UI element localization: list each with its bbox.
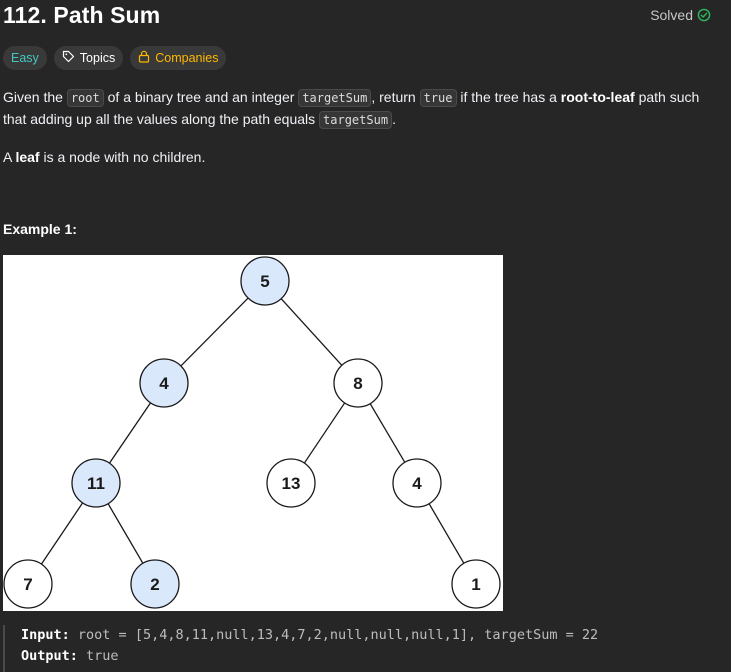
tree-node-value: 1 bbox=[471, 575, 480, 594]
output-label: Output: bbox=[21, 648, 78, 664]
example-io-block: Input: root = [5,4,8,11,null,13,4,7,2,nu… bbox=[3, 625, 731, 672]
tree-node-circle bbox=[3, 559, 53, 609]
solved-label: Solved bbox=[650, 7, 693, 23]
tree-edge bbox=[369, 403, 406, 463]
tree-node-value: 13 bbox=[282, 474, 301, 493]
text: , return bbox=[371, 89, 420, 105]
tree-node-n4b: 4 bbox=[392, 458, 442, 508]
description-paragraph: Given the root of a binary tree and an i… bbox=[3, 87, 718, 131]
bold-root-to-leaf: root-to-leaf bbox=[560, 89, 635, 105]
tree-node-value: 5 bbox=[260, 272, 269, 291]
tree-edge bbox=[428, 503, 465, 564]
code-targetsum: targetSum bbox=[319, 111, 393, 129]
text: . bbox=[392, 111, 396, 127]
code-targetsum: targetSum bbox=[298, 89, 372, 107]
tree-edge bbox=[107, 503, 144, 564]
tree-node-value: 4 bbox=[159, 374, 169, 393]
tree-node-n8: 8 bbox=[333, 358, 383, 408]
leaf-definition: A leaf is a node with no children. bbox=[3, 147, 718, 168]
problem-title: 112. Path Sum bbox=[3, 2, 161, 28]
text: is a node with no children. bbox=[39, 149, 206, 165]
tag-icon bbox=[62, 50, 75, 66]
text: A bbox=[3, 149, 16, 165]
companies-button[interactable]: Companies bbox=[130, 46, 227, 70]
tree-node-circle bbox=[266, 458, 316, 508]
tree-edge bbox=[280, 298, 343, 366]
tree-node-circle bbox=[130, 559, 180, 609]
tree-node-circle bbox=[71, 458, 121, 508]
output-value: true bbox=[86, 648, 119, 664]
tree-node-circle bbox=[392, 458, 442, 508]
tree-node-circle bbox=[333, 358, 383, 408]
output-line: Output: true bbox=[21, 646, 731, 667]
tree-node-n1: 1 bbox=[451, 559, 501, 609]
problem-description: Given the root of a binary tree and an i… bbox=[3, 87, 718, 168]
example-heading: Example 1: bbox=[3, 221, 77, 237]
lock-icon bbox=[138, 50, 150, 66]
tree-node-n13: 13 bbox=[266, 458, 316, 508]
input-label: Input: bbox=[21, 627, 70, 643]
text: if the tree has a bbox=[456, 89, 561, 105]
tree-node-n5: 5 bbox=[240, 256, 290, 306]
tree-node-value: 7 bbox=[23, 575, 32, 594]
tree-edge bbox=[303, 402, 346, 464]
tree-edge bbox=[40, 502, 84, 565]
tree-node-n11: 11 bbox=[71, 458, 121, 508]
solved-status: Solved bbox=[650, 7, 711, 23]
tree-node-value: 11 bbox=[87, 474, 105, 493]
tree-node-value: 4 bbox=[412, 474, 422, 493]
input-line: Input: root = [5,4,8,11,null,13,4,7,2,nu… bbox=[21, 625, 731, 646]
topics-button[interactable]: Topics bbox=[53, 46, 124, 70]
tree-node-circle bbox=[139, 358, 189, 408]
tree-svg: 5 4 8 11 13 4 7 2 1 bbox=[3, 256, 501, 609]
text: Given the bbox=[3, 89, 67, 105]
text: path such that adding up all the values … bbox=[3, 89, 700, 127]
tree-edge bbox=[108, 402, 152, 464]
example-tree-diagram: 5 4 8 11 13 4 7 2 1 bbox=[3, 255, 503, 611]
difficulty-label: Easy bbox=[11, 51, 39, 65]
tree-node-value: 2 bbox=[150, 575, 159, 594]
tree-node-n7: 7 bbox=[3, 559, 53, 609]
tree-node-circle bbox=[451, 559, 501, 609]
tree-node-n4: 4 bbox=[139, 358, 189, 408]
code-true: true bbox=[419, 89, 457, 107]
tree-node-n2: 2 bbox=[130, 559, 180, 609]
tree-node-value: 8 bbox=[353, 374, 362, 393]
code-root: root bbox=[66, 89, 104, 107]
tree-edge bbox=[180, 297, 249, 367]
topics-label: Topics bbox=[79, 51, 116, 65]
difficulty-badge: Easy bbox=[3, 46, 47, 70]
tag-bar: Easy Topics Companies bbox=[3, 46, 227, 70]
tree-node-circle bbox=[240, 256, 290, 306]
companies-label: Companies bbox=[155, 51, 219, 65]
input-value: root = [5,4,8,11,null,13,4,7,2,null,null… bbox=[77, 627, 599, 643]
bold-leaf: leaf bbox=[15, 149, 40, 165]
check-circle-icon bbox=[697, 8, 711, 22]
text: of a binary tree and an integer bbox=[103, 89, 299, 105]
